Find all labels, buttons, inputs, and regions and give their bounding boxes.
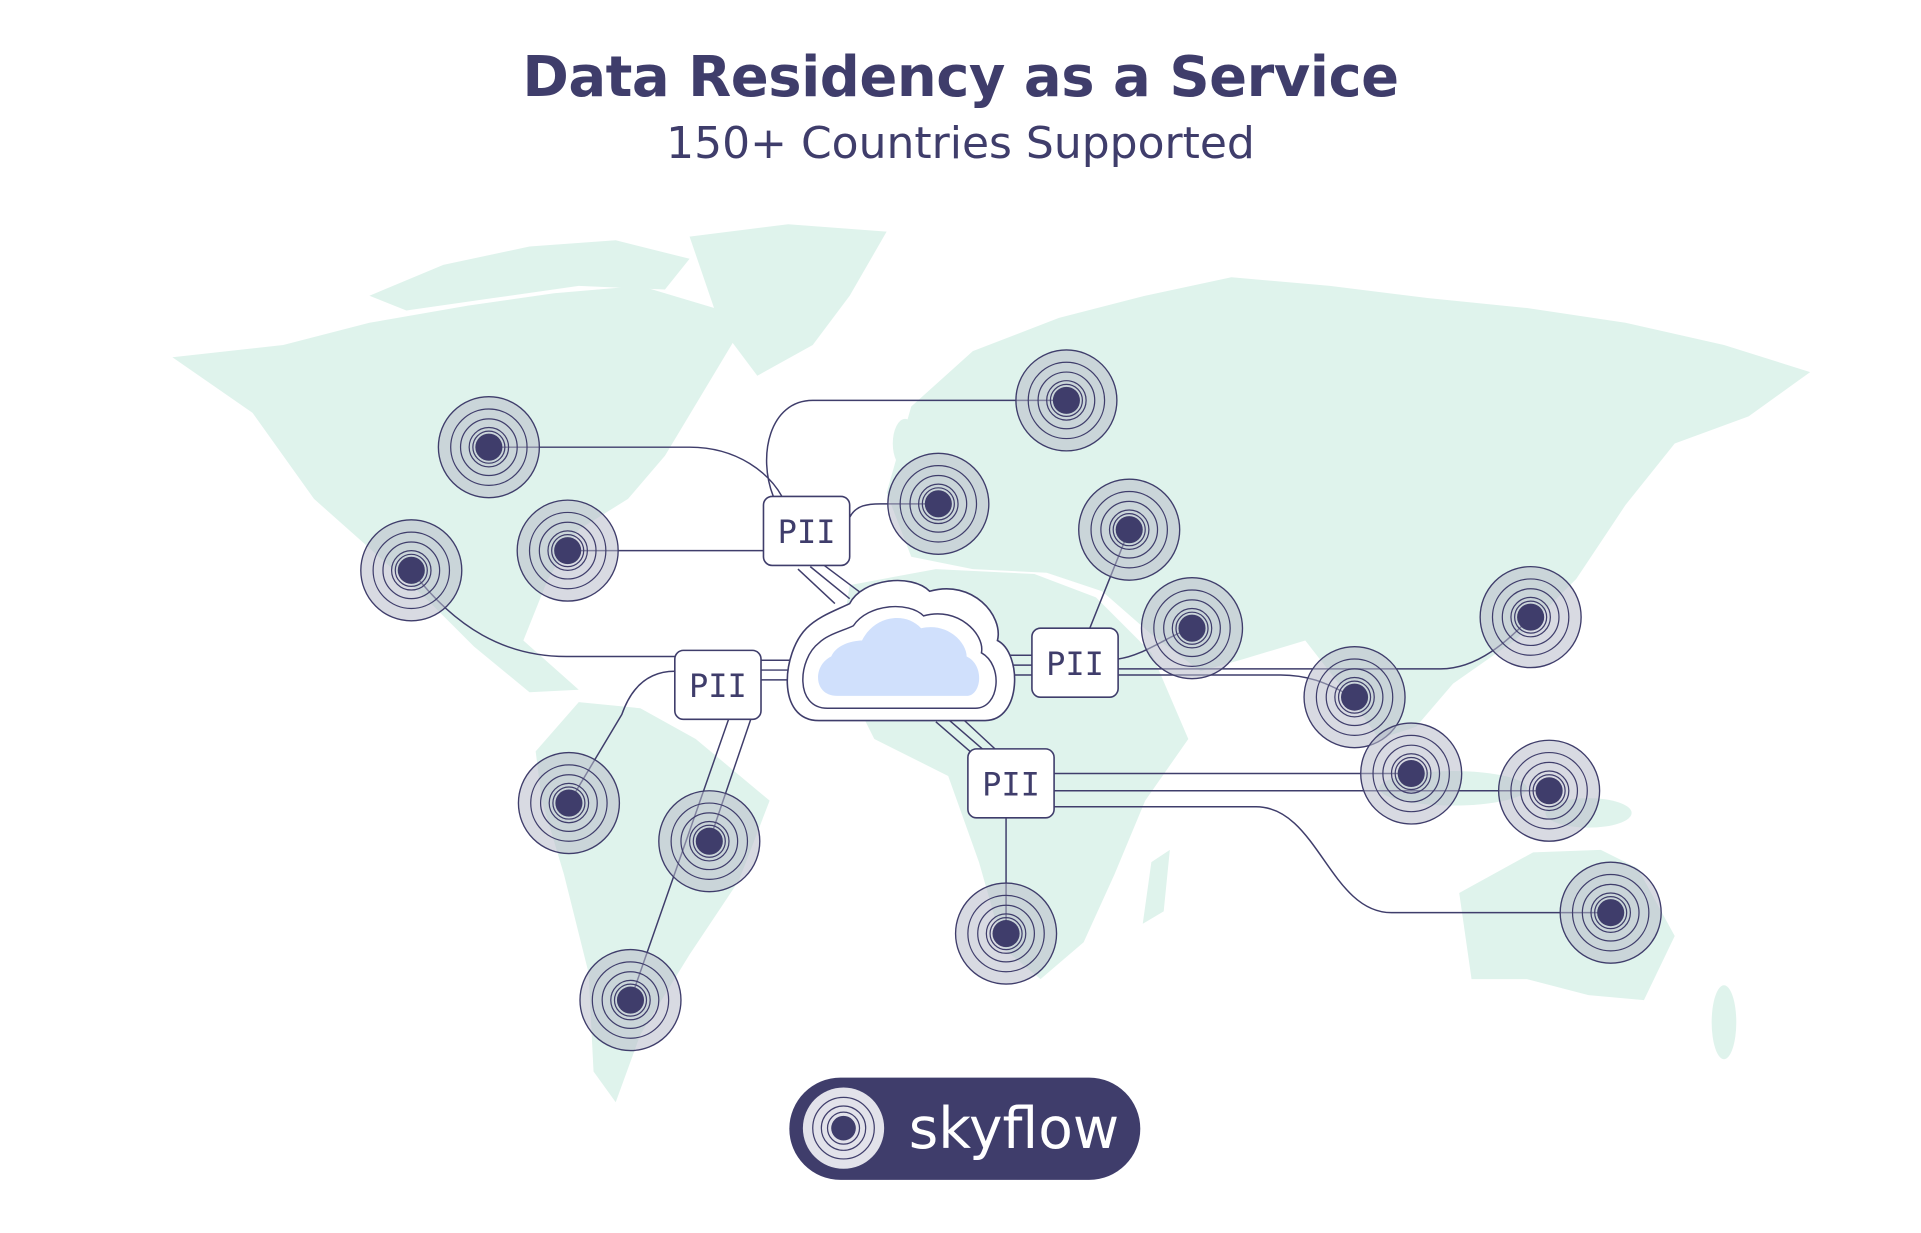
uk	[892, 418, 918, 469]
location-target-icon[interactable]	[954, 882, 1058, 985]
connection-line	[797, 568, 836, 605]
location-target-icon[interactable]	[1140, 577, 1244, 680]
page-subtitle: 150+ Countries Supported	[666, 118, 1255, 169]
location-target-icon[interactable]	[1360, 722, 1463, 825]
pii-box: PII	[1031, 627, 1119, 698]
canada-islands	[369, 240, 690, 311]
location-target-icon[interactable]	[1479, 565, 1582, 669]
location-target-icon[interactable]	[887, 452, 990, 555]
connection-line	[568, 670, 675, 804]
skyflow-logo: skyflow	[789, 1077, 1141, 1180]
location-target-icon[interactable]	[517, 751, 621, 855]
location-target-icon[interactable]	[1559, 861, 1662, 964]
location-target-icon[interactable]	[658, 790, 761, 893]
connection-line	[822, 563, 863, 595]
location-target-icon[interactable]	[1497, 739, 1601, 842]
pii-box: PII	[967, 748, 1055, 819]
pii-label: PII	[1046, 645, 1104, 683]
new-zealand	[1711, 985, 1737, 1060]
location-target-icon[interactable]	[360, 519, 463, 622]
eurasia	[886, 277, 1811, 740]
connection-line	[935, 721, 974, 755]
cloud-icon	[818, 617, 980, 696]
location-target-icon[interactable]	[437, 396, 541, 499]
locations	[360, 349, 1662, 1052]
skyflow-rings-icon	[802, 1087, 885, 1169]
location-target-icon[interactable]	[579, 948, 682, 1052]
logo-text: skyflow	[909, 1096, 1119, 1162]
location-target-icon[interactable]	[1078, 478, 1181, 581]
connection-line	[1054, 806, 1611, 914]
location-target-icon[interactable]	[1015, 349, 1118, 452]
cloud-hub	[786, 579, 1016, 722]
madagascar	[1142, 849, 1170, 924]
pii-label: PII	[778, 513, 836, 551]
connection-line	[488, 446, 783, 497]
connection-line	[765, 399, 1067, 497]
connection-line	[959, 716, 996, 750]
connection-lines	[410, 399, 1611, 1001]
location-target-icon[interactable]	[516, 499, 619, 602]
location-target-icon[interactable]	[1303, 645, 1406, 749]
pii-label: PII	[982, 766, 1040, 804]
pii-box: PII	[762, 495, 851, 567]
north-america	[172, 285, 739, 693]
pii-boxes: PII PII PII PII	[674, 495, 1119, 819]
page-title: Data Residency as a Service	[522, 45, 1399, 110]
pii-box: PII	[674, 649, 762, 721]
connection-line	[947, 718, 986, 752]
connection-line	[809, 566, 851, 600]
logo-pill	[789, 1077, 1141, 1180]
connection-line	[849, 503, 939, 518]
pii-label: PII	[689, 667, 747, 705]
japan	[1557, 468, 1583, 567]
greenland	[689, 224, 887, 376]
